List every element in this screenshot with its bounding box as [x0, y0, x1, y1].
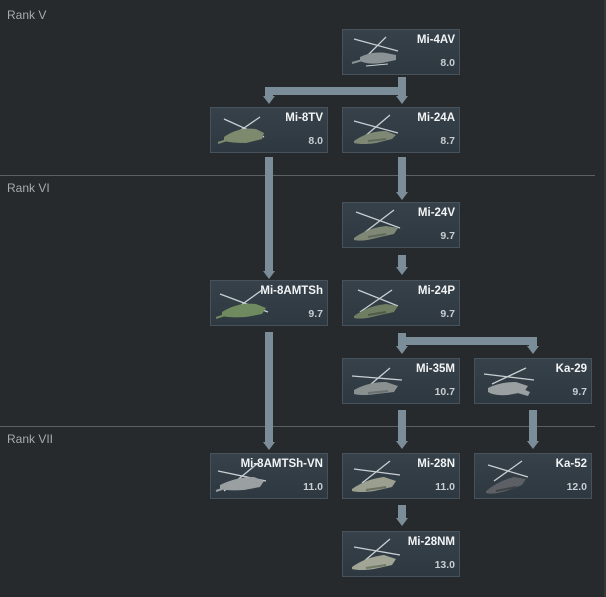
coaxial-helicopter-icon [486, 460, 529, 494]
attack-helicopter-icon [352, 460, 401, 492]
vehicle-name: Mi-24A [417, 112, 455, 124]
connector-line [265, 157, 273, 272]
vehicle-name: Mi-35M [416, 363, 455, 375]
vehicle-name: Mi-28NM [407, 536, 455, 548]
transport-helicopter-icon [351, 36, 399, 67]
battle-rating: 12.0 [566, 481, 587, 493]
vehicle-card-ka-29[interactable]: Ka-29 9.7 [474, 358, 592, 404]
attack-helicopter-icon [353, 114, 399, 144]
vehicle-card-mi-24a[interactable]: Mi-24A 8.7 [342, 107, 460, 153]
arrow-down-icon [263, 442, 275, 450]
battle-rating: 13.0 [434, 559, 455, 571]
transport-helicopter-icon [215, 462, 267, 492]
connector-line [398, 157, 406, 193]
vehicle-name: Mi-8AMTSh-VN [240, 458, 323, 470]
attack-helicopter-icon [351, 367, 403, 395]
attack-helicopter-icon [354, 289, 399, 319]
battle-rating: 9.7 [308, 308, 323, 320]
attack-helicopter-icon [354, 209, 401, 241]
battle-rating: 11.0 [303, 481, 323, 493]
transport-helicopter-icon [217, 116, 265, 144]
battle-rating: 8.0 [308, 135, 323, 147]
rank-label-vii: Rank VII [7, 432, 54, 446]
arrow-down-icon [527, 346, 539, 354]
rank-label-v: Rank V [7, 8, 47, 22]
vehicle-card-mi-8amtsh[interactable]: Mi-8AMTSh 9.7 [210, 280, 328, 326]
vehicle-name: Mi-8TV [285, 112, 323, 124]
vehicle-card-mi-28n[interactable]: Mi-28N 11.0 [342, 453, 460, 499]
connector-line [529, 410, 537, 442]
connector-line [265, 87, 406, 95]
vehicle-name: Ka-29 [555, 363, 587, 375]
vehicle-name: Mi-28N [417, 458, 455, 470]
scrollbar-track [604, 0, 606, 597]
battle-rating: 9.7 [440, 308, 455, 320]
arrow-down-icon [396, 192, 408, 200]
vehicle-card-mi-24v[interactable]: Mi-24V 9.7 [342, 202, 460, 248]
vehicle-card-ka-52[interactable]: Ka-52 12.0 [474, 453, 592, 499]
vehicle-card-mi-8amtsh-vn[interactable]: Mi-8AMTSh-VN 11.0 [210, 453, 328, 499]
battle-rating: 11.0 [435, 481, 455, 493]
arrow-down-icon [263, 271, 275, 279]
attack-helicopter-icon [352, 538, 401, 570]
arrow-down-icon [396, 96, 408, 104]
vehicle-card-mi-28nm[interactable]: Mi-28NM 13.0 [342, 531, 460, 577]
vehicle-card-mi-8tv[interactable]: Mi-8TV 8.0 [210, 107, 328, 153]
battle-rating: 8.0 [440, 57, 455, 69]
arrow-down-icon [396, 518, 408, 526]
rank-divider [0, 426, 595, 427]
connector-line [398, 337, 537, 345]
vehicle-name: Mi-4AV [416, 34, 455, 46]
rank-label-vi: Rank VI [7, 181, 50, 195]
vehicle-card-mi-24p[interactable]: Mi-24P 9.7 [342, 280, 460, 326]
coaxial-helicopter-icon [483, 367, 535, 396]
connector-line [398, 77, 406, 88]
transport-helicopter-icon [215, 289, 269, 319]
vehicle-name: Mi-24V [417, 207, 455, 219]
connector-line [398, 255, 406, 268]
connector-line [265, 332, 273, 443]
battle-rating: 10.7 [434, 386, 455, 398]
battle-rating: 8.7 [440, 135, 455, 147]
vehicle-card-mi-35m[interactable]: Mi-35M 10.7 [342, 358, 460, 404]
vehicle-card-mi-4av[interactable]: Mi-4AV 8.0 [342, 29, 460, 75]
arrow-down-icon [396, 267, 408, 275]
battle-rating: 9.7 [572, 386, 587, 398]
arrow-down-icon [396, 346, 408, 354]
vehicle-name: Mi-24P [417, 285, 455, 297]
battle-rating: 9.7 [440, 230, 455, 242]
arrow-down-icon [396, 441, 408, 449]
vehicle-name: Ka-52 [555, 458, 587, 470]
vehicle-name: Mi-8AMTSh [260, 285, 323, 297]
connector-line [398, 410, 406, 442]
arrow-down-icon [527, 441, 539, 449]
connector-line [398, 505, 406, 519]
arrow-down-icon [263, 96, 275, 104]
rank-divider [0, 175, 595, 176]
